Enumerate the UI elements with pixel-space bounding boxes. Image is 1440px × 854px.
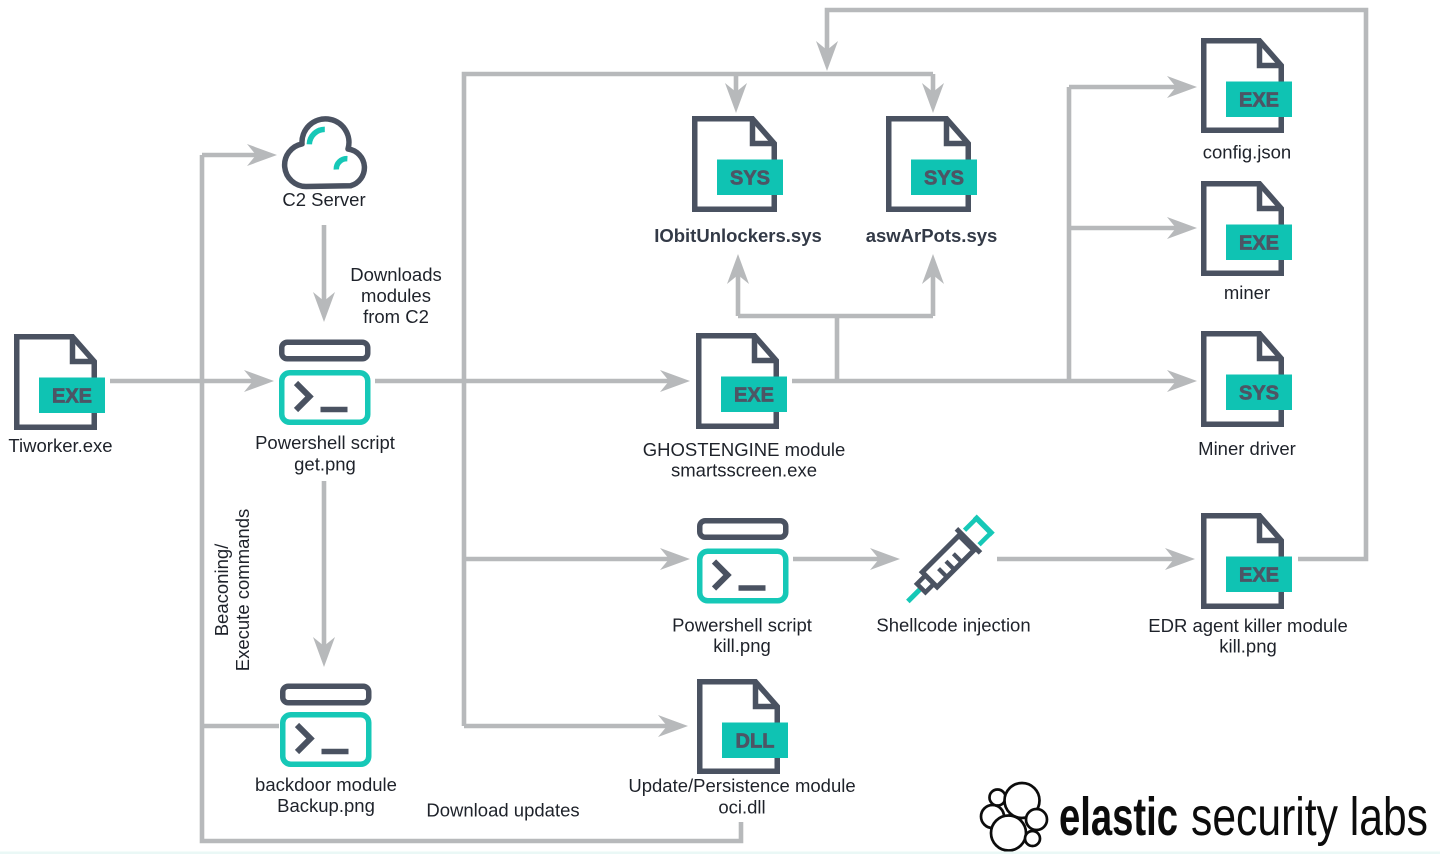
svg-text:Powershell script: Powershell script: [255, 432, 395, 453]
svg-text:Update/Persistence module: Update/Persistence module: [628, 775, 855, 796]
svg-text:EXE: EXE: [1239, 90, 1279, 112]
svg-text:Powershell script: Powershell script: [672, 615, 812, 636]
svg-text:kill.png: kill.png: [1219, 636, 1277, 657]
svg-text:Backup.png: Backup.png: [277, 795, 375, 816]
svg-text:SYS: SYS: [1239, 383, 1279, 405]
svg-text:IObitUnlockers.sys: IObitUnlockers.sys: [654, 225, 822, 246]
svg-text:Execute commands: Execute commands: [232, 509, 253, 671]
svg-text:DLL: DLL: [736, 731, 775, 753]
svg-text:get.png: get.png: [294, 454, 356, 475]
svg-text:SYS: SYS: [924, 168, 964, 190]
svg-text:backdoor module: backdoor module: [255, 774, 397, 795]
svg-text:EXE: EXE: [734, 385, 774, 407]
svg-text:EXE: EXE: [52, 386, 92, 408]
svg-text:elastic: elastic: [1059, 787, 1178, 847]
svg-text:config.json: config.json: [1203, 142, 1291, 163]
svg-text:GHOSTENGINE module: GHOSTENGINE module: [643, 439, 846, 460]
svg-text:EXE: EXE: [1239, 233, 1279, 255]
svg-text:kill.png: kill.png: [713, 635, 771, 656]
svg-text:Download updates: Download updates: [426, 800, 579, 821]
svg-text:SYS: SYS: [730, 168, 770, 190]
svg-text:Beaconing/: Beaconing/: [211, 543, 232, 636]
svg-text:aswArPots.sys: aswArPots.sys: [866, 225, 998, 246]
svg-text:Miner driver: Miner driver: [1198, 438, 1296, 459]
svg-text:C2 Server: C2 Server: [282, 189, 365, 210]
svg-text:modules: modules: [361, 285, 431, 306]
svg-text:smartsscreen.exe: smartsscreen.exe: [671, 460, 817, 481]
svg-text:Downloads: Downloads: [350, 264, 442, 285]
svg-text:oci.dll: oci.dll: [718, 797, 765, 818]
svg-text:miner: miner: [1224, 282, 1270, 303]
svg-text:from C2: from C2: [363, 306, 429, 327]
svg-text:Shellcode injection: Shellcode injection: [876, 615, 1030, 636]
svg-text:Tiworker.exe: Tiworker.exe: [8, 435, 112, 456]
svg-text:EXE: EXE: [1239, 565, 1279, 587]
svg-text:security labs: security labs: [1191, 787, 1428, 847]
svg-text:EDR agent killer module: EDR agent killer module: [1148, 615, 1347, 636]
